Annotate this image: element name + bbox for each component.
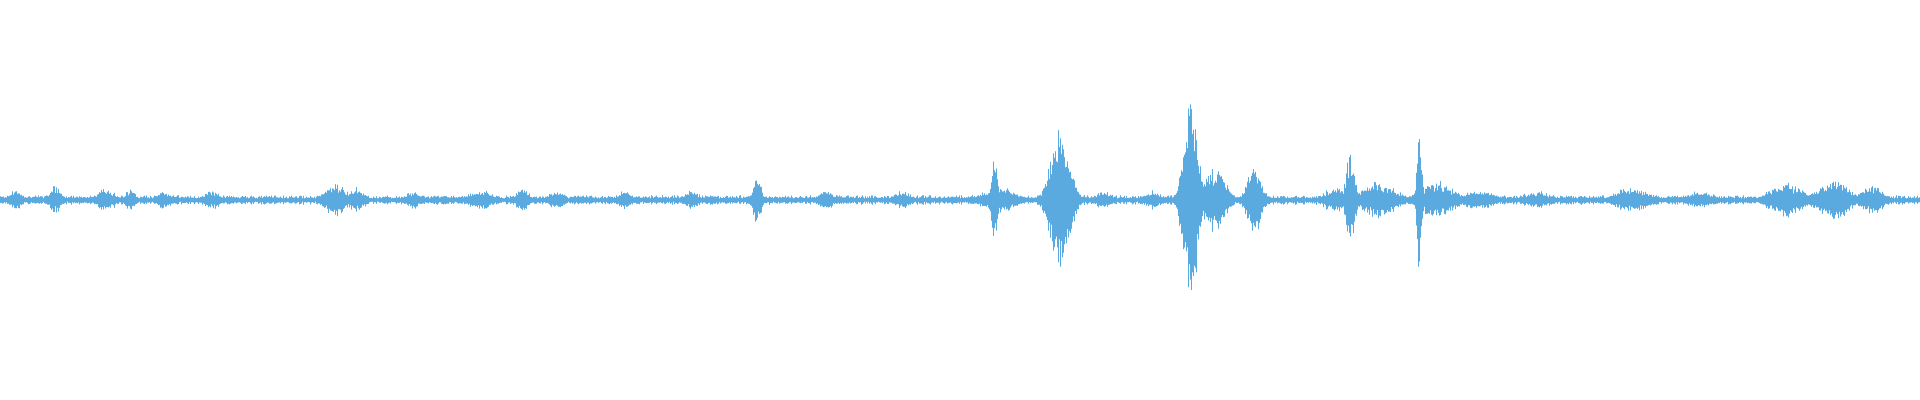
waveform-graphic bbox=[0, 104, 1920, 290]
audio-waveform bbox=[0, 104, 1920, 290]
